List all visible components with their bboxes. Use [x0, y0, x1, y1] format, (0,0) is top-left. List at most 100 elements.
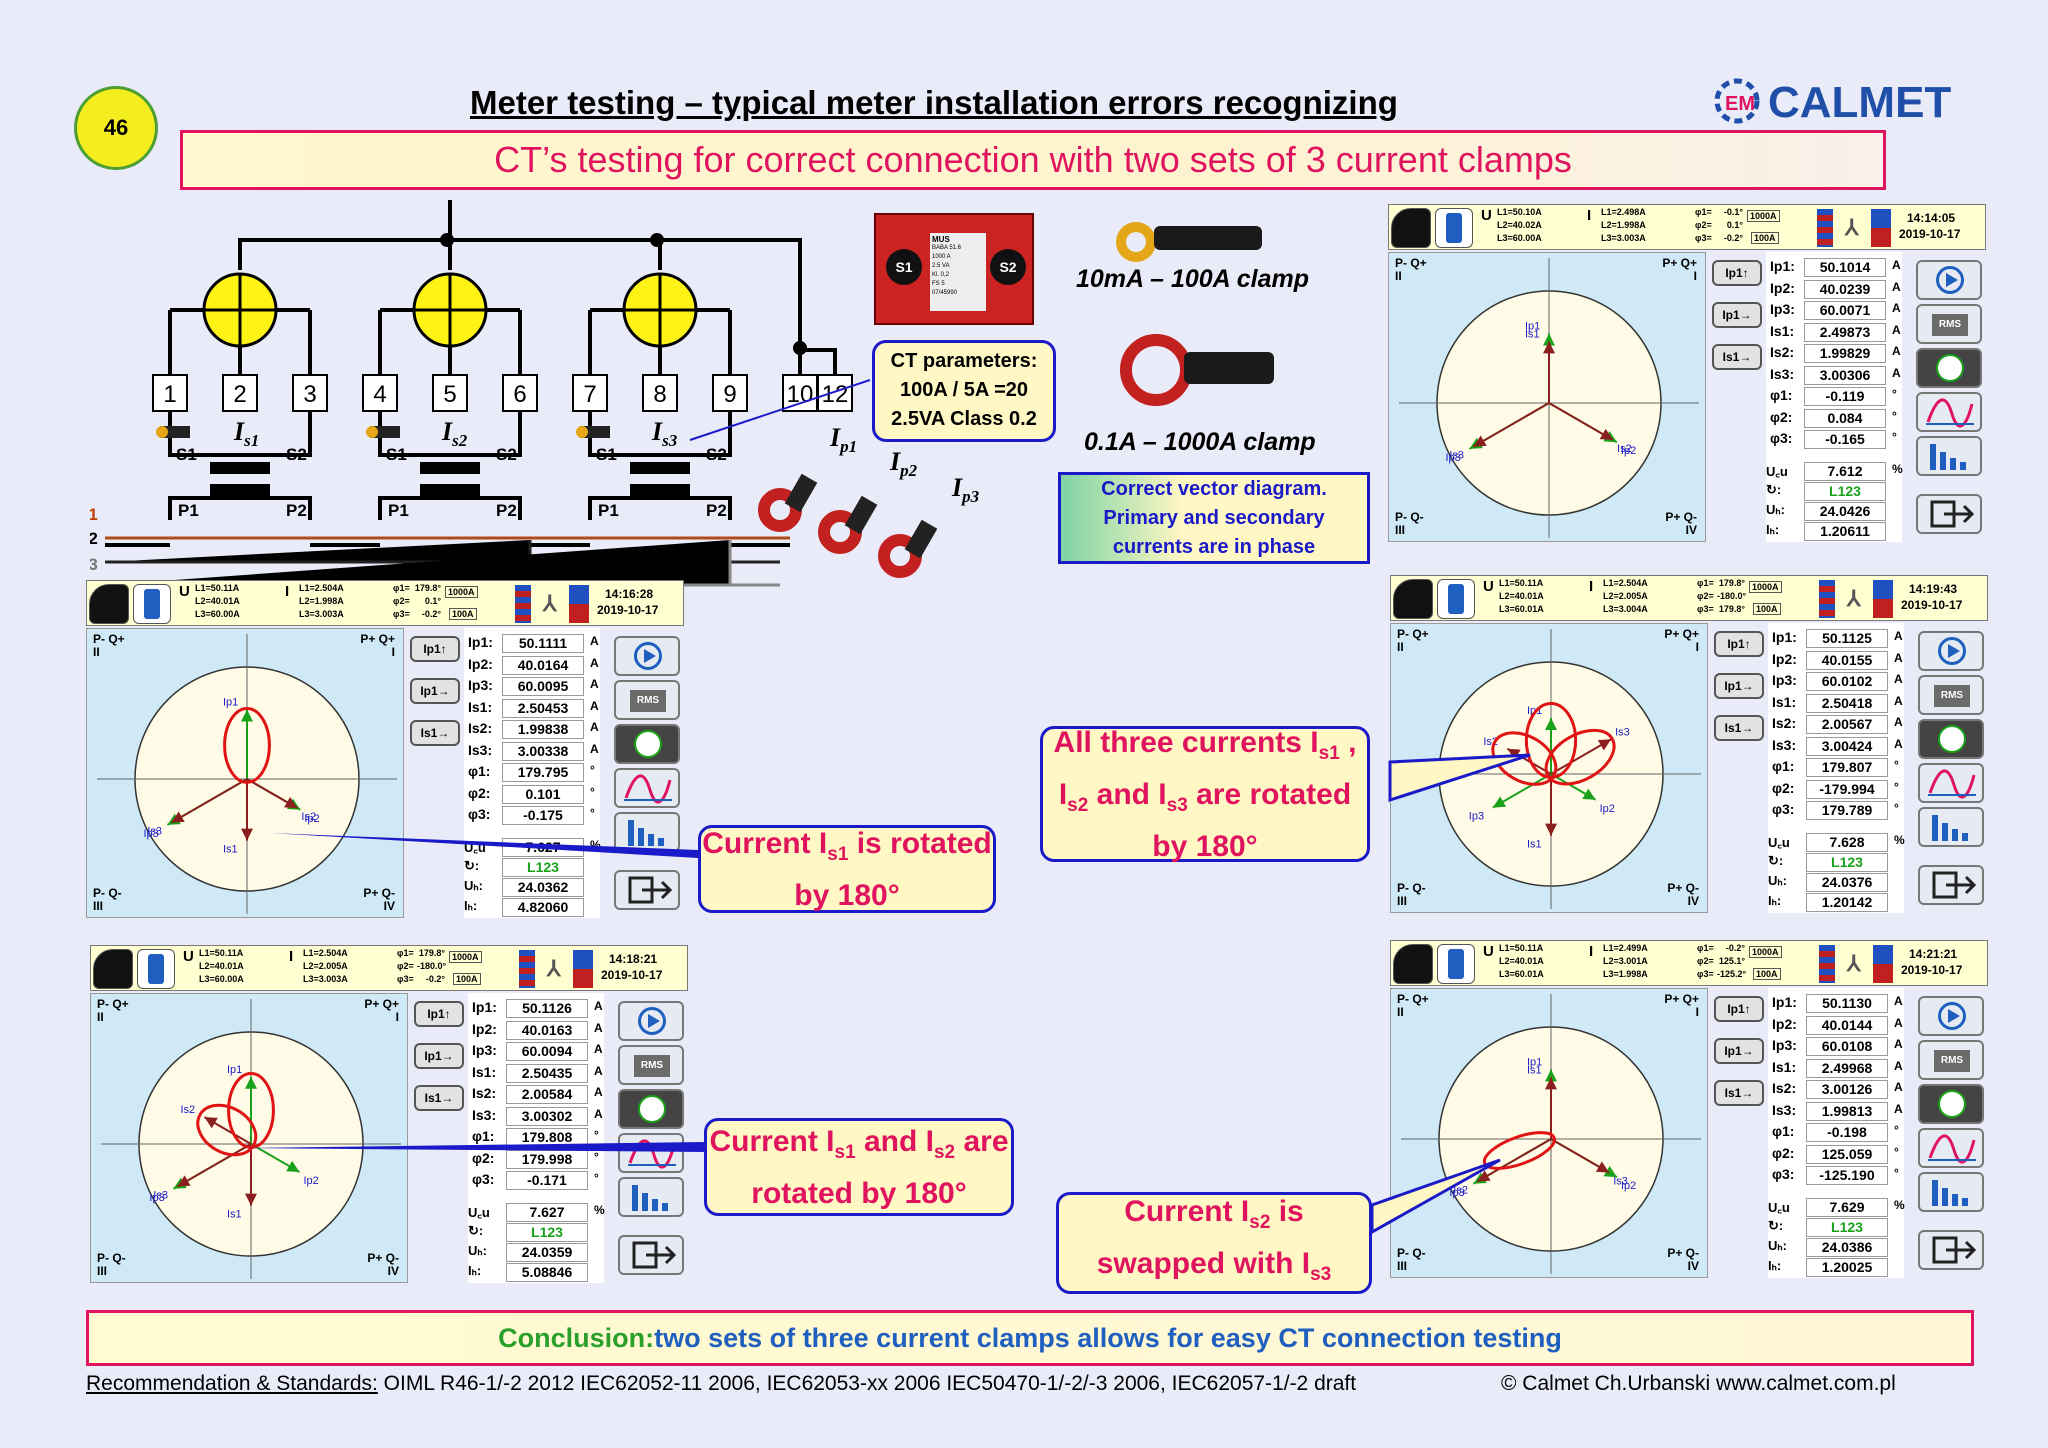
exit-icon[interactable]	[1918, 1230, 1984, 1270]
btn-ip1b-button[interactable]: Ip1→	[1712, 302, 1762, 328]
btn-ip1-button[interactable]: Ip1↑	[1714, 996, 1764, 1022]
reading-value: 60.0071	[1804, 301, 1886, 320]
hdr-phi-value: -0.2°	[1725, 943, 1745, 953]
vector-icon[interactable]	[1918, 719, 1984, 759]
reading-value: 1.99838	[502, 720, 584, 739]
vector-icon[interactable]	[1918, 1084, 1984, 1124]
terminal-label: 9	[723, 381, 736, 408]
exit-icon[interactable]	[1918, 865, 1984, 905]
play-icon[interactable]	[618, 1001, 684, 1041]
rms-icon[interactable]: RMS	[1918, 1040, 1984, 1080]
phasor-is2	[246, 778, 298, 809]
rms-icon[interactable]: RMS	[1918, 675, 1984, 715]
harmonics-icon[interactable]	[1916, 436, 1982, 476]
vector-icon[interactable]	[618, 1089, 684, 1129]
btn-is1-button[interactable]: Is1→	[1712, 344, 1762, 370]
display-icon[interactable]	[1391, 208, 1431, 248]
btn-is1-button[interactable]: Is1→	[1714, 1080, 1764, 1106]
hdr-phi-label: φ1=	[1697, 578, 1714, 588]
btn-is1-button[interactable]: Is1→	[410, 720, 460, 746]
reading-label: Ip1:	[1770, 258, 1795, 274]
hdr-u-value: L2=40.01A	[199, 961, 244, 971]
hdr-phi-value: 179.8°	[418, 948, 445, 958]
info-icon[interactable]	[1437, 944, 1475, 984]
harmonics-icon[interactable]	[1918, 807, 1984, 847]
btn-ip1-button[interactable]: Ip1↑	[410, 636, 460, 662]
reading-value: -0.175	[502, 806, 584, 825]
btn-ip1-button[interactable]: Ip1↑	[414, 1001, 464, 1027]
summary-label: ↻:	[468, 1223, 484, 1238]
clamp-1000a: 1000A	[1747, 210, 1780, 222]
reading-unit: A	[590, 634, 599, 648]
rms-icon[interactable]: RMS	[618, 1045, 684, 1085]
btn-is1-button[interactable]: Is1→	[414, 1085, 464, 1111]
hdr-phi-value: 0.1°	[424, 596, 441, 606]
hdr-i-value: L1=2.504A	[299, 583, 344, 593]
exit-icon[interactable]	[1916, 494, 1982, 534]
btn-ip1b-button[interactable]: Ip1→	[1714, 673, 1764, 699]
waveform-icon[interactable]	[1918, 763, 1984, 803]
reading-value: 2.50435	[506, 1063, 588, 1083]
summary-label: U꜀u	[1768, 1200, 1790, 1215]
rms-icon[interactable]: RMS	[614, 680, 680, 720]
reading-value: 50.1125	[1806, 629, 1888, 648]
reading-label: Is2:	[468, 720, 493, 736]
star-connection-icon: ⅄	[547, 956, 561, 981]
phasor-is3	[176, 1143, 252, 1188]
reading-unit: A	[1892, 279, 1901, 294]
btn-ip1b-button[interactable]: Ip1→	[414, 1043, 464, 1069]
reading-value: 60.0108	[1806, 1037, 1888, 1056]
reading-unit: A	[1892, 344, 1901, 358]
display-icon[interactable]	[1393, 944, 1433, 984]
waveform-icon[interactable]	[1916, 392, 1982, 432]
rms-icon[interactable]: RMS	[1916, 304, 1982, 344]
display-icon[interactable]	[1393, 579, 1433, 619]
summary-label: ↻:	[1768, 1218, 1784, 1233]
btn-ip1b-button[interactable]: Ip1→	[410, 678, 460, 704]
harmonics-icon[interactable]	[1918, 1172, 1984, 1212]
quadrant-label: P- Q-III	[1395, 510, 1424, 537]
p1-label: P1	[178, 501, 199, 520]
display-icon[interactable]	[93, 949, 133, 989]
reading-label: Is2:	[1770, 344, 1795, 360]
p1-label: P1	[388, 501, 409, 520]
btn-is1-button[interactable]: Is1→	[1714, 715, 1764, 741]
reading-unit: A	[1894, 1080, 1903, 1094]
conclusion-text: two sets of three current clamps allows …	[654, 1322, 1562, 1353]
waveform-icon[interactable]	[614, 768, 680, 808]
reading-label: Ip2:	[1772, 1015, 1797, 1032]
small-clamp-icon	[366, 426, 400, 438]
display-icon[interactable]	[89, 584, 129, 624]
exit-icon[interactable]	[614, 870, 680, 910]
reading-label: φ2:	[1770, 408, 1793, 425]
play-icon[interactable]	[1918, 631, 1984, 671]
quadrant-label: P+ Q-IV	[1667, 881, 1699, 908]
info-icon[interactable]	[133, 584, 171, 624]
btn-ip1b-button[interactable]: Ip1→	[1714, 1038, 1764, 1064]
waveform-icon[interactable]	[1918, 1128, 1984, 1168]
harmonics-icon[interactable]	[614, 812, 680, 852]
info-icon[interactable]	[137, 949, 175, 989]
vector-icon[interactable]	[1916, 348, 1982, 388]
hdr-u-value: L2=40.01A	[1499, 591, 1544, 601]
summary-label: Iₕ:	[1768, 893, 1782, 908]
summary-label: ↻:	[464, 858, 480, 873]
play-icon[interactable]	[614, 636, 680, 676]
vector-icon[interactable]	[614, 724, 680, 764]
waveform-icon[interactable]	[618, 1133, 684, 1173]
btn-ip1-button[interactable]: Ip1↑	[1714, 631, 1764, 657]
play-icon[interactable]	[1918, 996, 1984, 1036]
info-icon[interactable]	[1437, 579, 1475, 619]
harmonics-icon[interactable]	[618, 1177, 684, 1217]
reading-unit: A	[1894, 650, 1903, 665]
phasor-label: Ip2	[1600, 803, 1615, 815]
exit-icon[interactable]	[618, 1235, 684, 1275]
play-icon[interactable]	[1916, 260, 1982, 300]
phasor-label: Is3	[1615, 726, 1630, 738]
quadrant-label: P+ Q+I	[1664, 627, 1699, 654]
btn-ip1-button[interactable]: Ip1↑	[1712, 260, 1762, 286]
phasor-label: Ip2	[1621, 1180, 1636, 1192]
info-icon[interactable]	[1435, 208, 1473, 248]
